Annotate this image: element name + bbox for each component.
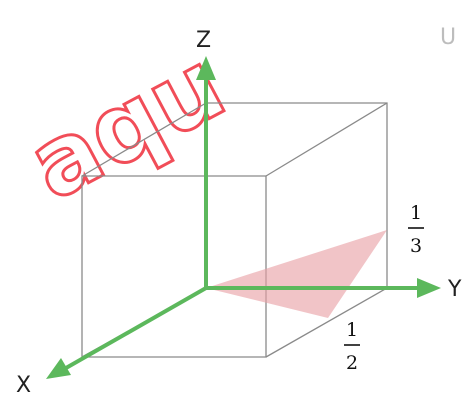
- x-axis-arrowhead: [46, 358, 71, 379]
- z-fraction-numerator: 1: [410, 202, 422, 224]
- z-axis-arrowhead: [196, 56, 216, 80]
- z-intercept-fraction: 1 3: [408, 202, 424, 257]
- corner-mark: U: [440, 25, 456, 50]
- z-axis-label: Z: [196, 28, 211, 53]
- cube-edge-bottom-right: [265, 287, 388, 358]
- shaded-plane: [206, 230, 387, 318]
- cube-front-face: [81, 175, 267, 358]
- z-fraction-denominator: 3: [410, 235, 422, 257]
- x-fraction-denominator: 2: [346, 352, 358, 374]
- cube-edge-top-left: [81, 102, 207, 177]
- x-axis-label: X: [16, 373, 31, 396]
- y-axis-label: Y: [447, 277, 462, 302]
- x-fraction-numerator: 1: [346, 319, 358, 341]
- x-intercept-fraction: 1 2: [344, 319, 360, 374]
- coordinate-axes: [46, 56, 441, 379]
- x-axis: [64, 286, 208, 370]
- cube-edge-top-right: [265, 102, 388, 177]
- y-axis-arrowhead: [417, 278, 441, 298]
